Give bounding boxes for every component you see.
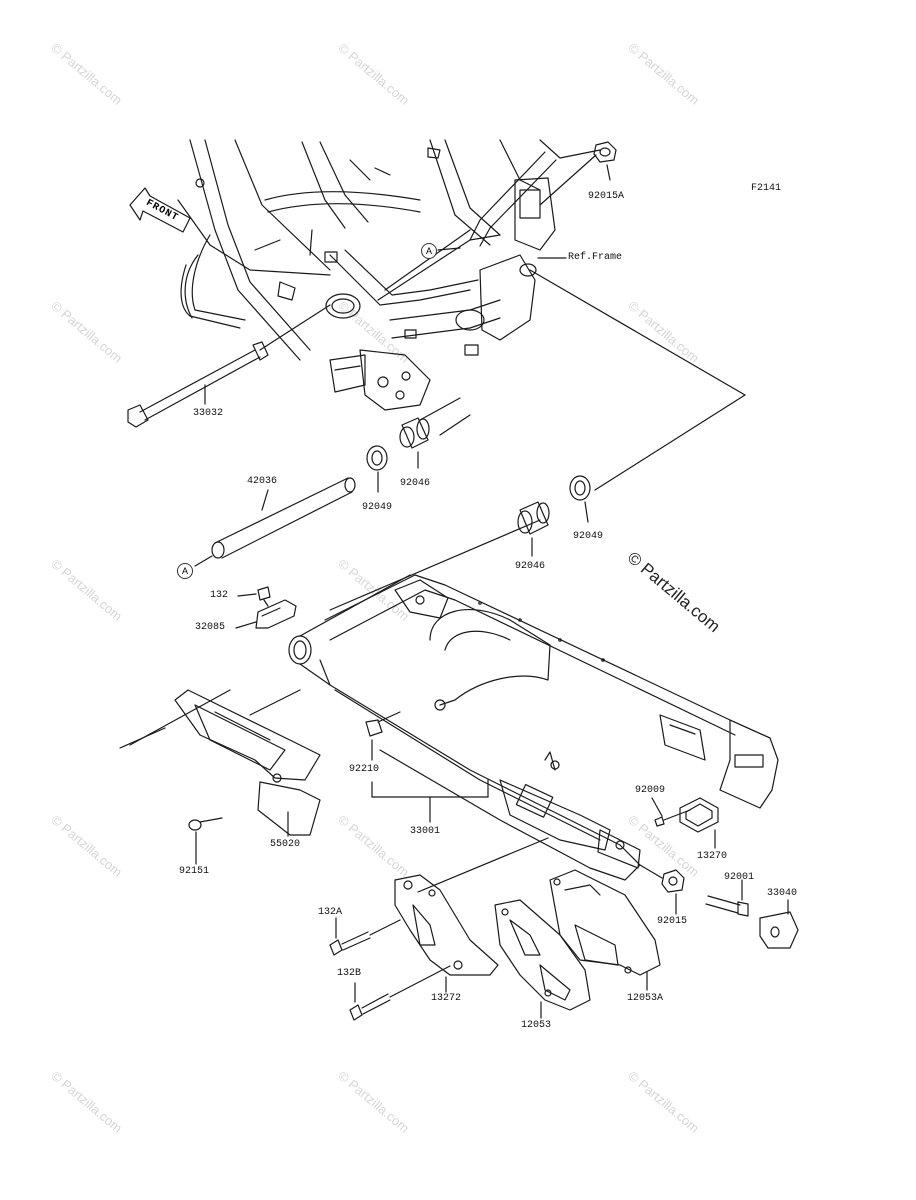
front-arrow <box>130 188 190 232</box>
part-92046-bearing-upper <box>400 418 429 448</box>
part-label-12053A: 12053A <box>627 993 664 1004</box>
part-label-92009: 92009 <box>635 785 666 796</box>
part-32085-guard <box>256 600 296 628</box>
part-55020-chain-slider <box>175 690 320 835</box>
part-label-42036: 42036 <box>247 476 278 487</box>
part-132B-bolt <box>350 994 390 1020</box>
part-label-92210: 92210 <box>349 764 380 775</box>
part-label-55020: 55020 <box>270 839 301 850</box>
figure-code: F2141 <box>751 183 782 194</box>
part-92001-adjuster-bolt <box>706 896 748 916</box>
part-33040-plate <box>760 912 798 948</box>
part-92046-bearing-lower <box>518 502 549 534</box>
ref-frame-label: Ref.Frame <box>568 252 623 263</box>
frame-drawing <box>178 140 600 410</box>
part-label-33040: 33040 <box>767 888 798 899</box>
part-33032-pivot-shaft <box>128 342 268 427</box>
part-label-92015A: 92015A <box>588 191 625 202</box>
part-42036-sleeve <box>212 478 355 558</box>
part-label-132A: 132A <box>318 907 343 918</box>
part-label-32085: 32085 <box>195 622 226 633</box>
part-13270-block <box>680 798 718 832</box>
part-12053-chain-guide <box>495 900 590 1010</box>
part-92049-seal-upper <box>367 446 387 470</box>
part-label-33032: 33032 <box>193 408 224 419</box>
part-label-92151: 92151 <box>179 866 210 877</box>
part-12053A-chain-guide <box>550 870 660 975</box>
part-132A-bolt <box>330 932 370 955</box>
part-label-92049: 92049 <box>362 502 393 513</box>
part-92151-screw <box>189 818 222 830</box>
part-label-33001: 33001 <box>410 826 441 837</box>
part-label-132: 132 <box>210 590 229 601</box>
part-132-bolt <box>258 587 270 606</box>
part-label-12053: 12053 <box>521 1020 552 1031</box>
part-label-92046: 92046 <box>515 561 546 572</box>
part-label-92001: 92001 <box>724 872 755 883</box>
part-13272-guard <box>395 875 498 975</box>
part-label-13272: 13272 <box>431 993 462 1004</box>
part-92015-nut <box>662 870 684 892</box>
part-label-132B: 132B <box>337 968 362 979</box>
part-92009-screw <box>655 817 664 826</box>
part-label-13270: 13270 <box>697 851 728 862</box>
part-92015A-nut <box>594 142 616 162</box>
part-label-92046: 92046 <box>400 478 431 489</box>
part-92049-seal-lower <box>570 476 590 500</box>
callout-marker-a-bottom: A <box>177 563 193 579</box>
callout-marker-a-top: A <box>421 243 437 259</box>
part-92210-bolt <box>366 712 400 736</box>
part-33001-swingarm <box>289 575 778 880</box>
part-label-92049: 92049 <box>573 531 604 542</box>
part-label-92015: 92015 <box>657 916 688 927</box>
